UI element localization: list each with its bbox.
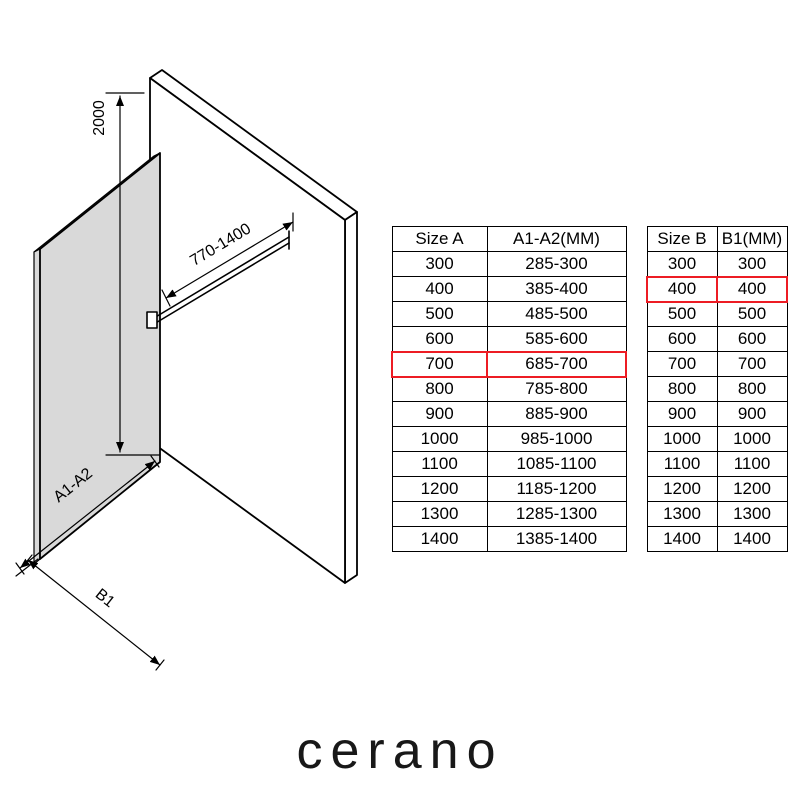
table-cell: 1300 xyxy=(391,501,488,527)
table-cell: 800 xyxy=(716,376,788,402)
table-cell: 1000 xyxy=(646,426,718,452)
table-cell: 585-600 xyxy=(486,326,627,352)
table-cell: 385-400 xyxy=(486,276,627,302)
table-cell: 1100 xyxy=(646,451,718,477)
table-cell: 985-1000 xyxy=(486,426,627,452)
height-dimension-label: 2000 xyxy=(91,100,108,136)
table-cell: 600 xyxy=(391,326,488,352)
table-cell: 600 xyxy=(716,326,788,352)
table-cell: 400 xyxy=(391,276,488,302)
table-cell: 800 xyxy=(646,376,718,402)
column-header: Size A xyxy=(391,226,488,252)
table-cell: 600 xyxy=(646,326,718,352)
dimension-bar-range-lines xyxy=(161,212,294,307)
table-cell: 1400 xyxy=(716,526,788,552)
wall xyxy=(149,69,358,584)
table-cell: 1100 xyxy=(716,451,788,477)
table-cell: 500 xyxy=(391,301,488,327)
brand-logo: cerano xyxy=(296,722,504,780)
column-header: B1(MM) xyxy=(716,226,788,252)
table-cell: 1300 xyxy=(716,501,788,527)
table-cell: 900 xyxy=(716,401,788,427)
table-cell: 700 xyxy=(391,350,488,378)
table-cell: 300 xyxy=(716,251,788,277)
glass-panel xyxy=(33,152,161,565)
b1-dimension-label: B1 xyxy=(92,586,118,612)
table-cell: 1300 xyxy=(646,501,718,527)
column-header: A1-A2(MM) xyxy=(486,226,627,252)
table-cell: 1200 xyxy=(646,476,718,502)
table-cell: 500 xyxy=(716,301,788,327)
bar-glass-clamp xyxy=(146,311,158,329)
table-cell: 1085-1100 xyxy=(486,451,627,477)
table-cell: 400 xyxy=(646,275,718,303)
table-cell: 885-900 xyxy=(486,401,627,427)
table-cell: 1200 xyxy=(391,476,488,502)
table-cell: 285-300 xyxy=(486,251,627,277)
table-cell: 1100 xyxy=(391,451,488,477)
table-cell: 300 xyxy=(391,251,488,277)
table-cell: 500 xyxy=(646,301,718,327)
table-cell: 1200 xyxy=(716,476,788,502)
table-cell: 700 xyxy=(646,351,718,377)
table-cell: 300 xyxy=(646,251,718,277)
dimension-b1-lines xyxy=(23,554,165,671)
table-cell: 1000 xyxy=(716,426,788,452)
table-cell: 485-500 xyxy=(486,301,627,327)
dimension-height-lines xyxy=(105,92,161,456)
table-cell: 700 xyxy=(716,351,788,377)
table-cell: 1400 xyxy=(646,526,718,552)
installation-diagram: 2000 770-1400 A1-A2 B1 xyxy=(15,69,358,671)
table-cell: 900 xyxy=(646,401,718,427)
table-cell: 685-700 xyxy=(486,350,627,378)
table-cell: 900 xyxy=(391,401,488,427)
table-cell: 785-800 xyxy=(486,376,627,402)
table-cell: 800 xyxy=(391,376,488,402)
table-cell: 1400 xyxy=(391,526,488,552)
table-cell: 400 xyxy=(716,275,788,303)
table-cell: 1000 xyxy=(391,426,488,452)
table-cell: 1385-1400 xyxy=(486,526,627,552)
column-header: Size B xyxy=(646,226,718,252)
table-cell: 1185-1200 xyxy=(486,476,627,502)
table-cell: 1285-1300 xyxy=(486,501,627,527)
